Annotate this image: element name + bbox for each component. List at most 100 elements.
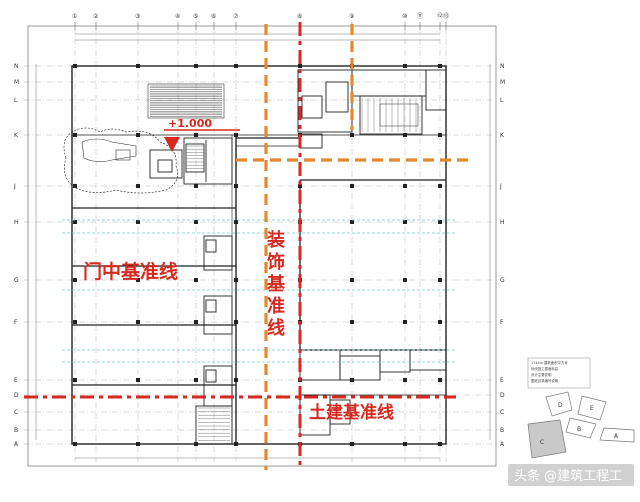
column <box>136 320 140 324</box>
column <box>298 184 302 188</box>
zone-e-label: E <box>590 405 594 412</box>
right-axis-label: B <box>500 427 504 434</box>
top-axis-label: ⑪ <box>417 12 423 20</box>
column <box>350 184 354 188</box>
column <box>136 378 140 382</box>
top-axis-bubble: ⑥ <box>211 13 216 30</box>
column <box>234 378 238 382</box>
left-axis-label: G <box>14 277 19 284</box>
zone-c-shape <box>527 419 567 459</box>
column <box>350 320 354 324</box>
right-axis-label: N <box>500 63 505 70</box>
right-axis-label: K <box>500 132 505 139</box>
column <box>194 320 198 324</box>
column <box>403 442 407 446</box>
decoration-line-char: 基 <box>266 273 286 295</box>
column <box>438 320 442 324</box>
column <box>73 133 77 137</box>
sheet-frame <box>27 25 497 467</box>
column <box>234 320 238 324</box>
column <box>73 278 77 282</box>
top-axis-label: ② <box>93 13 99 20</box>
horizontal-grid-lines <box>24 65 494 445</box>
left-axis-label: D <box>14 392 19 399</box>
left-axis-label: F <box>14 319 18 326</box>
column <box>403 184 407 188</box>
top-axis-label: ⑧ <box>297 13 302 20</box>
zone-d-shape <box>545 391 573 417</box>
column <box>438 64 442 68</box>
right-axis-label: A <box>500 441 505 448</box>
left-axis-label: B <box>14 427 18 434</box>
watermark-text: 头条 @建筑工程工 <box>514 468 622 484</box>
decoration-line-char: 装 <box>267 229 285 251</box>
column <box>350 133 354 137</box>
left-axis-label: A <box>14 441 19 448</box>
structural-columns <box>73 64 442 446</box>
zone-d-label: D <box>558 402 563 409</box>
top-axis-bubble: ⑬ <box>443 12 449 30</box>
column <box>298 64 302 68</box>
column <box>194 378 198 382</box>
door-center-line-label: 门中基准线 <box>83 260 178 283</box>
column <box>234 64 238 68</box>
top-axis-label: ⑥ <box>211 13 216 20</box>
column <box>438 184 442 188</box>
right-axis-label: J <box>499 183 502 190</box>
top-axis-label: ④ <box>175 13 180 20</box>
zone-c-label: C <box>540 439 544 446</box>
left-axis-label: C <box>14 409 18 416</box>
column <box>403 278 407 282</box>
key-plan-note-3: 设计主要说明 <box>531 372 552 377</box>
top-axis-bubble: ⑦ <box>233 13 239 30</box>
zone-b-shape <box>565 417 597 439</box>
column <box>136 133 140 137</box>
column <box>194 64 198 68</box>
orange-dashed-lines <box>236 24 470 470</box>
right-axis-label: M <box>500 79 505 86</box>
decoration-line-char: 饰 <box>267 251 285 273</box>
zone-e-shape <box>577 395 607 421</box>
decoration-line-char: 准 <box>267 295 285 317</box>
column <box>73 220 77 224</box>
civil-line-label: 土建基准线 <box>309 402 394 423</box>
zone-b-label: B <box>577 426 581 433</box>
top-axis-bubble: ⑩ <box>402 13 407 30</box>
column <box>403 133 407 137</box>
column <box>73 442 77 446</box>
right-axis-label: F <box>500 319 504 326</box>
column <box>438 133 442 137</box>
top-axis-bubble: ⑪ <box>417 12 423 30</box>
column <box>73 320 77 324</box>
dimension-chains <box>35 33 491 459</box>
key-plan: 1744m 建筑面积平方米 地块施工楼面标高 设计主要说明 图纸目录编号说明 D… <box>527 357 635 459</box>
top-axis-bubble: ① <box>72 13 77 30</box>
top-axis-label: ⑦ <box>233 13 239 20</box>
top-axis-bubble: ② <box>93 13 99 30</box>
column <box>136 64 140 68</box>
column <box>403 220 407 224</box>
top-axis-bubble: ④ <box>175 13 180 30</box>
column <box>194 278 198 282</box>
column <box>438 378 442 382</box>
top-axis-label: ⑬ <box>443 12 449 20</box>
left-axis-label: L <box>14 97 18 104</box>
zone-a-shape <box>599 427 635 443</box>
left-axis-label: E <box>14 377 18 384</box>
key-plan-note-1: 1744m 建筑面积平方米 <box>531 360 568 365</box>
column <box>136 184 140 188</box>
column <box>73 378 77 382</box>
building-walls <box>71 65 447 445</box>
cloud-inner-detail <box>81 138 137 162</box>
column <box>350 278 354 282</box>
column <box>73 184 77 188</box>
top-axis-bubble: ⑤ <box>193 13 198 30</box>
left-axis-label: M <box>14 79 19 86</box>
column <box>438 442 442 446</box>
column <box>73 64 77 68</box>
right-axis-label: D <box>500 392 505 399</box>
right-axis-label: L <box>500 97 504 104</box>
column <box>194 220 198 224</box>
